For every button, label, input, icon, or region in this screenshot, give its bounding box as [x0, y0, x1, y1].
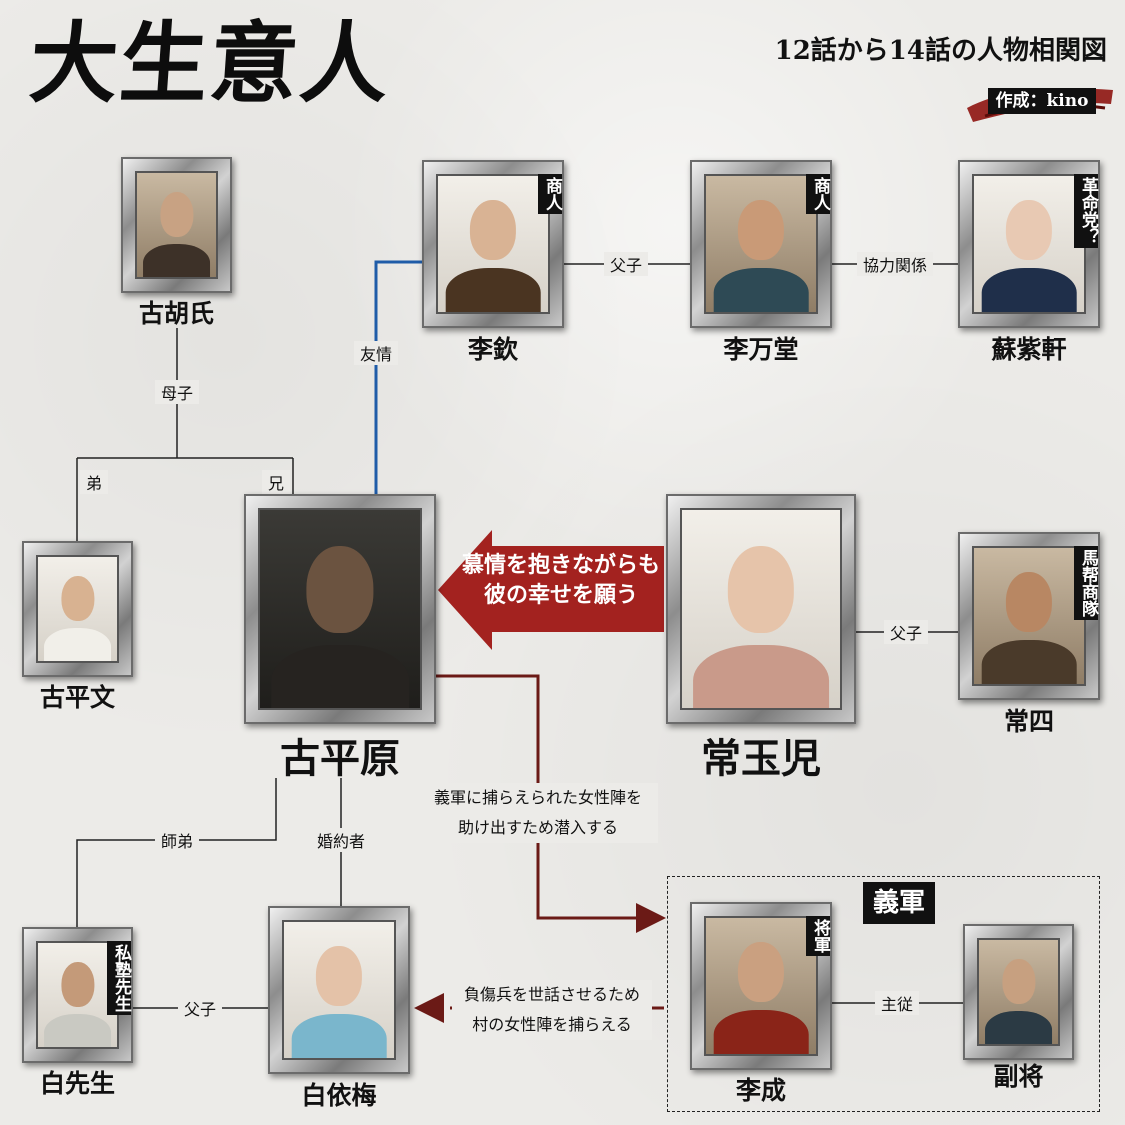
portrait-bai-yimei[interactable] [268, 906, 410, 1074]
name-fujiang: 副将 [993, 1062, 1044, 1091]
name-gu-pingyuan: 古平原 [280, 735, 400, 782]
tag-li-qin: 商人 [538, 174, 562, 214]
rel-elder: 兄 [261, 470, 291, 494]
name-chang-yuer: 常玉児 [701, 735, 821, 782]
portrait-gu-hushi[interactable] [121, 157, 232, 293]
tag-li-wantang: 商人 [806, 174, 830, 214]
tag-bai-xiansheng: 私塾先生 [107, 941, 131, 1015]
name-li-qin: 李欽 [467, 335, 518, 364]
feeling-arrow [438, 530, 664, 650]
portrait-gu-pingwen[interactable] [22, 541, 133, 677]
rel-li-father: 父子 [603, 252, 649, 276]
rel-bai-father: 父子 [177, 996, 223, 1020]
capture-note: 負傷兵を世話させるため 村の女性陣を捕らえる [452, 980, 652, 1040]
tag-li-cheng: 将軍 [806, 916, 830, 956]
rel-teacher: 師弟 [154, 828, 200, 852]
friendship-line [374, 260, 424, 494]
diagram-subtitle: 12話から14話の人物相関図 [774, 36, 1107, 66]
rel-master-servant: 主従 [874, 991, 920, 1015]
infiltrate-note: 義軍に捕らえられた女性陣を 助け出すため潜入する [418, 783, 658, 843]
tag-su-zixuan: 革命党？ [1074, 174, 1098, 248]
rel-younger: 弟 [79, 470, 109, 494]
portrait-bai-xiansheng[interactable]: 私塾先生 [22, 927, 133, 1063]
portrait-chang-yuer[interactable] [666, 494, 856, 724]
name-bai-yimei: 白依梅 [301, 1081, 377, 1110]
portrait-li-cheng[interactable]: 将軍 [690, 902, 832, 1070]
rel-mother-child: 母子 [154, 380, 200, 404]
yigun-group-box [667, 876, 1100, 1112]
rel-chang-father: 父子 [883, 620, 929, 644]
tag-chang-si: 馬帮商隊 [1074, 546, 1098, 620]
name-bai-xiansheng: 白先生 [39, 1069, 115, 1098]
name-su-zixuan: 蘇紫軒 [991, 335, 1067, 364]
portrait-su-zixuan[interactable]: 革命党？ [958, 160, 1100, 328]
name-gu-pingwen: 古平文 [39, 683, 115, 712]
yigun-group-label: 義軍 [863, 882, 935, 924]
portrait-gu-pingyuan[interactable] [244, 494, 436, 724]
teacher-line [76, 778, 277, 928]
rel-fiance: 婚約者 [310, 828, 372, 852]
author-credit: 作成：kino [988, 88, 1096, 114]
portrait-li-qin[interactable]: 商人 [422, 160, 564, 328]
feeling-note: 慕情を抱きながらも 彼の幸せを願う [461, 552, 660, 608]
name-chang-si: 常四 [1003, 707, 1054, 736]
rel-friendship: 友情 [353, 341, 399, 365]
portrait-chang-si[interactable]: 馬帮商隊 [958, 532, 1100, 700]
name-gu-hushi: 古胡氏 [138, 299, 214, 328]
name-li-wantang: 李万堂 [723, 335, 799, 364]
portrait-fujiang[interactable] [963, 924, 1074, 1060]
name-li-cheng: 李成 [735, 1076, 786, 1105]
portrait-li-wantang[interactable]: 商人 [690, 160, 832, 328]
rel-cooperation: 協力関係 [856, 252, 934, 276]
